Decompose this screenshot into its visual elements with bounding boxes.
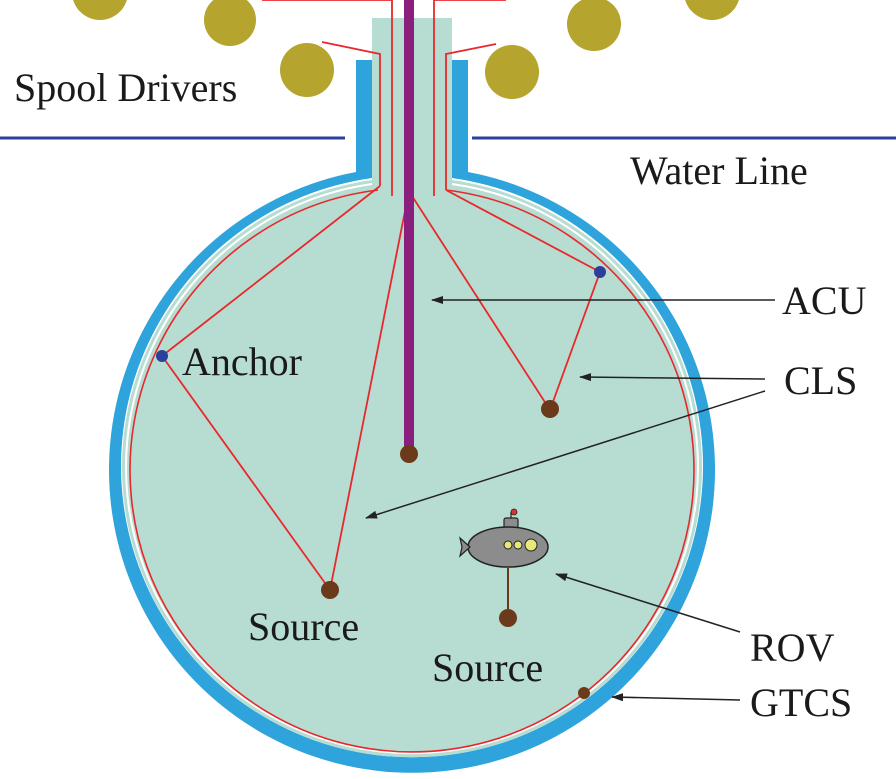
spool-cables — [161, 0, 601, 357]
cls-arrow-right — [579, 373, 766, 382]
cls-source-right — [541, 400, 559, 418]
rov-source — [499, 609, 517, 627]
acu-rod — [404, 0, 414, 452]
gtcs-label: GTCS — [750, 680, 852, 725]
anchor-label: Anchor — [182, 339, 302, 384]
pointer-arrows — [365, 296, 775, 702]
spool-driver — [485, 45, 539, 99]
spool-driver — [685, 0, 739, 20]
acu-source — [400, 445, 418, 463]
gtcs-liner-red — [129, 189, 695, 753]
gtcs-arrow — [611, 693, 741, 702]
spool-driver — [73, 0, 127, 20]
gtcs-source — [578, 687, 590, 699]
cls-arrow-left — [365, 390, 766, 519]
spool-drivers-label: Spool Drivers — [14, 65, 237, 110]
acu-label: ACU — [782, 278, 867, 323]
spool-driver — [567, 0, 621, 51]
submarine-icon — [459, 508, 549, 568]
rov-arrow — [555, 573, 741, 633]
gtcs-liner-white — [125, 183, 699, 755]
spool-drivers — [73, 0, 739, 99]
spool-driver — [204, 0, 256, 46]
rov-label: ROV — [750, 625, 835, 670]
water-line-label: Water Line — [630, 148, 808, 193]
cls-label: CLS — [784, 358, 857, 403]
cls-source-left — [321, 581, 339, 599]
source-left-label: Source — [248, 604, 359, 649]
anchor-right — [594, 266, 606, 278]
anchor-left — [156, 350, 168, 362]
cls-cables — [161, 195, 601, 591]
spool-driver — [280, 43, 334, 97]
source-right-label: Source — [432, 645, 543, 690]
